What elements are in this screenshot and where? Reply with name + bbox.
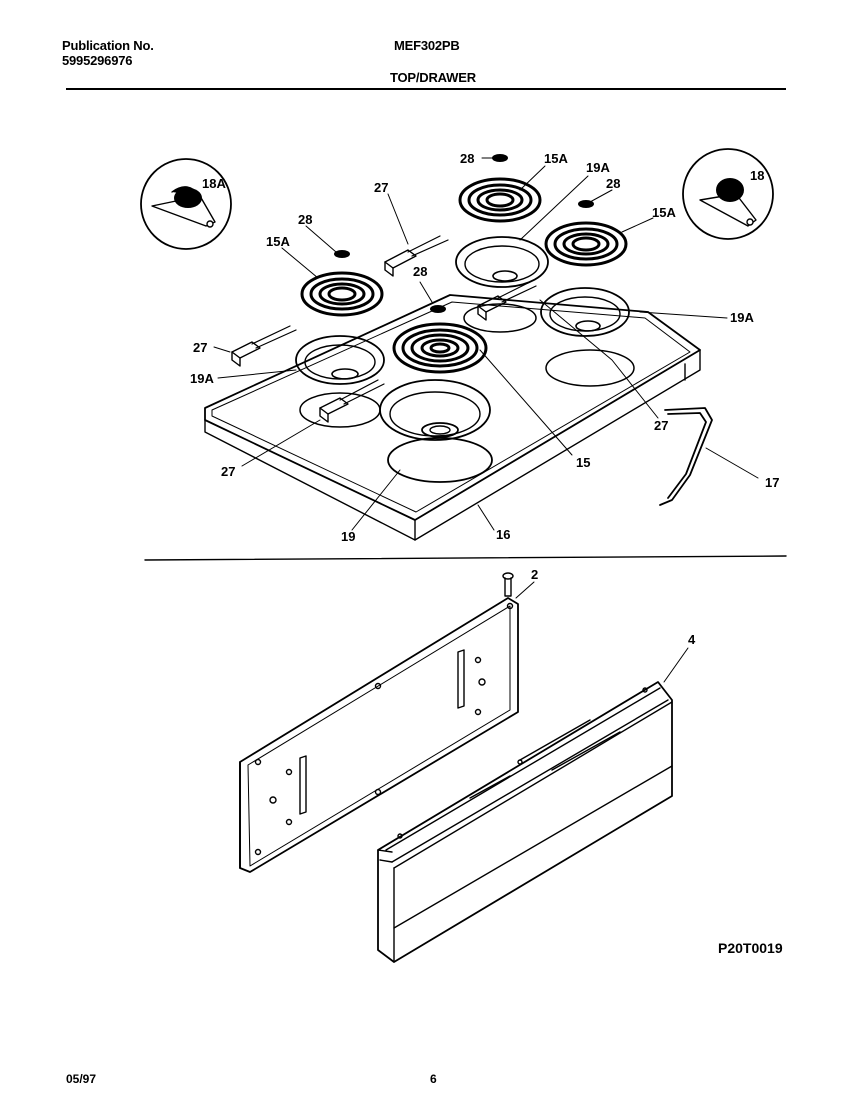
header-rule [66, 88, 786, 90]
callout-27: 27 [193, 340, 207, 355]
callout-19a: 19A [190, 371, 214, 386]
element-caps [334, 154, 594, 313]
model-number: MEF302PB [394, 38, 460, 53]
callout-15a: 15A [544, 151, 568, 166]
footer-date: 05/97 [66, 1072, 97, 1086]
detail-circle-18a [140, 158, 232, 250]
callout-28: 28 [298, 212, 312, 227]
surface-element-left [300, 271, 384, 317]
callout-18a: 18A [202, 176, 226, 191]
section-divider [144, 555, 787, 561]
drip-bowl-front-right [379, 379, 491, 441]
leader-lines [213, 157, 759, 531]
publication-number: 5995296976 [62, 53, 133, 68]
drawer-leader-lines [515, 581, 689, 683]
callout-28: 28 [606, 176, 620, 191]
callout-15a: 15A [652, 205, 676, 220]
callout-2: 2 [531, 567, 538, 582]
drawer-back-panel [239, 597, 519, 873]
drawer-front [377, 681, 673, 963]
callout-27: 27 [221, 464, 235, 479]
surface-element-large [392, 322, 488, 374]
drip-bowl-rear-right [540, 287, 630, 337]
callout-28: 28 [413, 264, 427, 279]
callout-27: 27 [654, 418, 668, 433]
callout-4: 4 [688, 632, 696, 647]
figure-reference: P20T0019 [718, 940, 783, 956]
callout-28: 28 [460, 151, 474, 166]
drawer-screw [502, 572, 514, 597]
detail-circle-18 [682, 148, 774, 240]
callout-19a: 19A [586, 160, 610, 175]
surface-element-right [544, 221, 628, 267]
callout-19: 19 [341, 529, 355, 544]
callout-27: 27 [374, 180, 388, 195]
section-title: TOP/DRAWER [390, 70, 476, 85]
support-rod [659, 407, 713, 506]
publication-label: Publication No. [62, 38, 154, 53]
callout-16: 16 [496, 527, 510, 542]
drip-bowl-rear-left [455, 236, 549, 288]
callout-17: 17 [765, 475, 779, 490]
surface-element-rear [458, 177, 542, 223]
drip-bowl-front-left [295, 335, 385, 385]
callout-15: 15 [576, 455, 590, 470]
page-number: 6 [430, 1072, 437, 1086]
receptacle-blocks [231, 235, 537, 423]
callout-19a: 19A [730, 310, 754, 325]
callout-18: 18 [750, 168, 764, 183]
callout-15a: 15A [266, 234, 290, 249]
